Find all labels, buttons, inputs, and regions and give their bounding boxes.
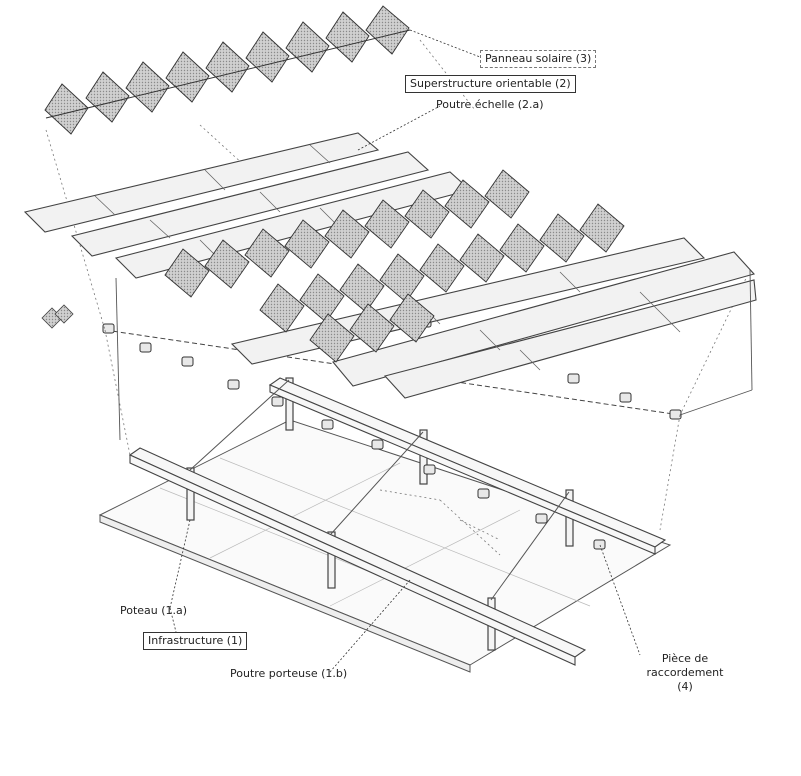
label-connection-piece-line1: Pièce de [662,652,708,665]
connection-piece [228,380,239,389]
connection-piece [140,343,151,352]
connection-piece [594,540,605,549]
label-superstructure: Superstructure orientable (2) [405,75,576,93]
solar-panel [340,264,384,312]
solar-panel [460,234,504,282]
connection-piece [568,374,579,383]
label-connection-piece: Pièce de raccordement (4) [640,652,730,694]
label-post: Poteau (1.a) [120,604,187,618]
connection-piece [620,393,631,402]
solar-panel [326,12,369,62]
label-connection-piece-line2: raccordement (4) [647,666,724,693]
connection-piece [372,440,383,449]
connection-piece [272,397,283,406]
connection-piece [322,420,333,429]
connection-piece [182,357,193,366]
orientation-icon [42,305,73,328]
solar-panels-top-row [45,6,409,134]
solar-panel [206,42,249,92]
label-infrastructure: Infrastructure (1) [143,632,247,650]
solar-panel [366,6,409,54]
solar-panel [380,254,424,302]
label-ladder-beam: Poutre échelle (2.a) [436,98,544,112]
solar-panel [286,22,329,72]
solar-panel [300,274,344,322]
solar-panel [86,72,129,122]
solar-panel [246,32,289,82]
ground-plane [100,420,670,665]
solar-panel [540,214,584,262]
label-bearing-beam: Poutre porteuse (1.b) [230,667,347,681]
solar-panel [500,224,544,272]
solar-panel [166,52,209,102]
connection-piece [478,489,489,498]
solar-panel [580,204,624,252]
connection-piece [536,514,547,523]
connection-piece [670,410,681,419]
solar-panel [485,170,529,218]
panel-row-axis [46,30,410,118]
solar-panel [126,62,169,112]
solar-panel [420,244,464,292]
label-solar-panel: Panneau solaire (3) [480,50,596,68]
connection-piece [424,465,435,474]
solar-panel [260,284,304,332]
